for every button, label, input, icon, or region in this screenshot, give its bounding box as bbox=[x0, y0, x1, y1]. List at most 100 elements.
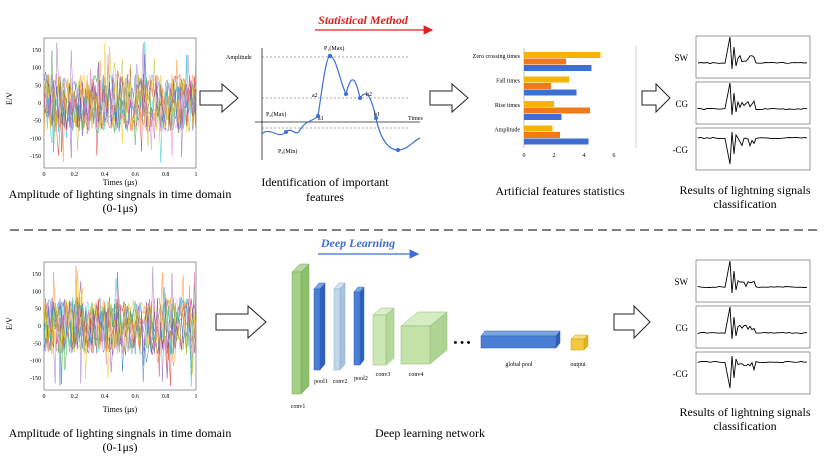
a2-label: a2 bbox=[312, 93, 318, 99]
y-tick-label: 50 bbox=[35, 83, 41, 89]
y-axis-label: E/V bbox=[5, 92, 14, 105]
signal-trace bbox=[43, 41, 197, 163]
class-label: -CG bbox=[673, 369, 689, 379]
x-tick-label: 0.8 bbox=[162, 172, 170, 178]
feature-point bbox=[396, 148, 400, 152]
global-pool-layer bbox=[480, 335, 557, 349]
x-tick-label: 0 bbox=[523, 153, 526, 159]
deep-learning-title: Deep Learning bbox=[320, 236, 395, 250]
x-axis-label: Times (μs) bbox=[103, 405, 138, 414]
feature-point bbox=[316, 114, 320, 118]
y-tick-label: 100 bbox=[32, 289, 41, 295]
signal-trace bbox=[43, 54, 197, 158]
conv2-label: conv2 bbox=[333, 379, 348, 385]
flow-arrow bbox=[215, 304, 267, 340]
signal-traces bbox=[43, 265, 197, 387]
lightning-waveform bbox=[697, 355, 808, 389]
signal-trace bbox=[43, 50, 197, 153]
conv4-label: conv4 bbox=[409, 372, 424, 378]
pmax-label: P₀(Max) bbox=[266, 111, 286, 118]
y-tick-label: -50 bbox=[33, 341, 41, 347]
x-tick-label: 6 bbox=[613, 153, 616, 159]
stats-caption: Artificial features statistics bbox=[495, 184, 625, 198]
x-tick-label: 1 bbox=[195, 172, 198, 178]
signal-trace bbox=[43, 266, 197, 384]
conv1-label: conv1 bbox=[291, 404, 306, 410]
category-label: Fall times bbox=[496, 79, 520, 85]
bar bbox=[524, 52, 601, 58]
pmin-label: P₀(Min) bbox=[278, 148, 297, 155]
lightning-waveform bbox=[697, 131, 808, 165]
caption-line-2: features bbox=[306, 190, 344, 204]
result-frame bbox=[695, 259, 811, 303]
caption-line-1: Identification of important bbox=[261, 175, 389, 189]
features-panel: Amplitude Times P₁(Max) P₀(Max) P₀(Min) … bbox=[226, 45, 423, 204]
layer-side bbox=[339, 282, 346, 371]
x-tick-label: 0.4 bbox=[101, 394, 109, 400]
x-tick-label: 0 bbox=[43, 394, 46, 400]
y-tick-label: 150 bbox=[32, 272, 41, 278]
y-tick-label: -100 bbox=[30, 359, 41, 365]
y-axis-label: E/V bbox=[5, 317, 14, 330]
caption-line-2: (0-1μs) bbox=[102, 440, 137, 454]
x-tick-label: 0.8 bbox=[162, 394, 170, 400]
caption-line-2: (0-1μs) bbox=[102, 201, 137, 215]
x-tick-label: 2 bbox=[553, 153, 556, 159]
b2-label: b2 bbox=[366, 92, 372, 98]
category-label: Zero crossing times bbox=[473, 54, 521, 60]
signal-traces bbox=[43, 41, 197, 163]
caption-line-1: Amplitude of lighting singnals in time d… bbox=[9, 426, 232, 440]
result-frame bbox=[695, 305, 811, 349]
feature-point bbox=[358, 96, 362, 100]
results-caption-1: Results of lightning signals bbox=[679, 405, 810, 419]
signal-trace bbox=[43, 278, 197, 387]
feature-point bbox=[374, 116, 378, 120]
pool2-label: pool2 bbox=[354, 376, 368, 382]
conv2-layer bbox=[333, 288, 341, 371]
network-caption: Deep learning network bbox=[375, 426, 485, 440]
bar bbox=[524, 65, 592, 71]
y-tick-label: 0 bbox=[38, 101, 41, 107]
bottom-results-panel: Results of lightning signals classificat… bbox=[673, 259, 811, 433]
bar bbox=[524, 114, 562, 120]
class-label: CG bbox=[675, 99, 688, 109]
x-tick-label: 0.6 bbox=[131, 394, 139, 400]
output-layer bbox=[570, 338, 585, 351]
layer-side bbox=[300, 263, 310, 395]
class-label: CG bbox=[675, 323, 688, 333]
pool2-layer bbox=[353, 291, 361, 366]
peak-point bbox=[327, 53, 333, 59]
bar bbox=[524, 138, 589, 145]
waveform-curve bbox=[261, 55, 421, 151]
conv1-layer bbox=[291, 271, 302, 395]
results-caption-2: classification bbox=[713, 197, 776, 211]
x-tick-label: 1 bbox=[195, 394, 198, 400]
b1-label: b1 bbox=[374, 112, 380, 118]
signal-trace bbox=[43, 272, 197, 373]
pool1-layer bbox=[313, 288, 321, 371]
times-label: Times bbox=[408, 116, 423, 122]
conv3-layer bbox=[372, 314, 387, 366]
class-label: SW bbox=[675, 53, 689, 63]
y-tick-label: -150 bbox=[30, 376, 41, 382]
result-frame bbox=[695, 351, 811, 395]
layer-top bbox=[480, 330, 561, 337]
feature-point bbox=[284, 130, 288, 134]
y-tick-label: 0 bbox=[38, 324, 41, 330]
class-label: -CG bbox=[673, 145, 689, 155]
output-label: output bbox=[570, 362, 586, 368]
a1-label: a1 bbox=[318, 116, 324, 122]
top-results-panel: Results of lightning signals classificat… bbox=[673, 35, 811, 211]
x-tick-label: 0.4 bbox=[101, 172, 109, 178]
bar bbox=[524, 125, 553, 132]
bar bbox=[524, 107, 590, 114]
bar bbox=[524, 101, 554, 107]
lightning-waveform bbox=[697, 36, 808, 70]
results-caption-1: Results of lightning signals bbox=[679, 183, 810, 197]
